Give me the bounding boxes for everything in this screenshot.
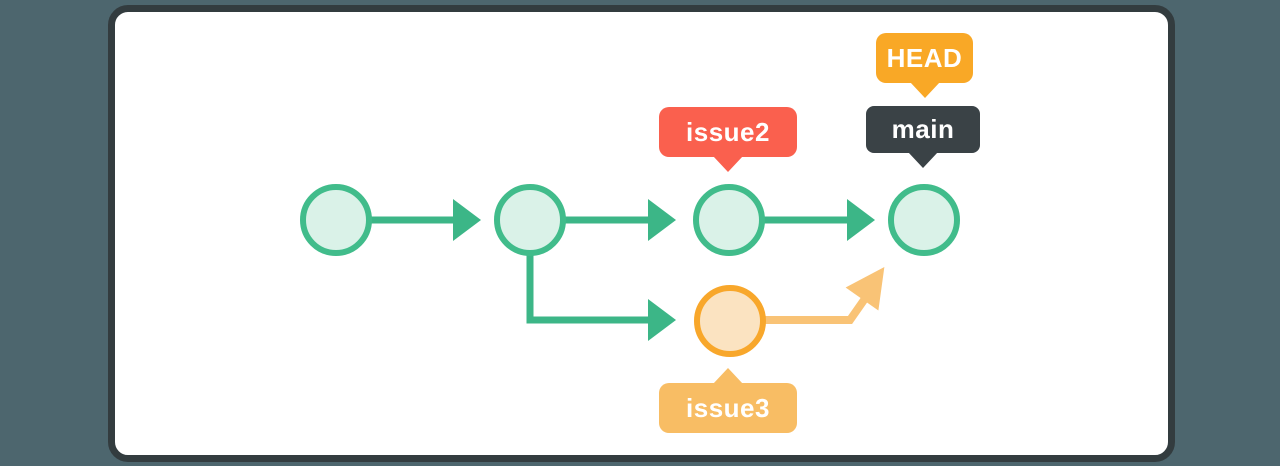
commit-1 [300,184,372,256]
issue3-branch-badge-label: issue3 [686,392,770,423]
head-badge-label: HEAD [886,42,963,73]
main-branch-badge: main [866,106,980,168]
issue2-branch-badge-label: issue2 [686,116,770,147]
branch-arrow-commit2-feature [526,251,676,341]
feature-commit-1 [694,285,766,357]
arrow-commit2-commit3 [565,199,676,241]
diagram-card [108,5,1175,462]
commit-4 [888,184,960,256]
main-branch-badge-label: main [891,114,955,144]
issue3-branch-badge: issue3 [659,368,797,433]
commit-3 [693,184,765,256]
arrow-commit1-commit2 [371,199,481,241]
issue2-branch-badge: issue2 [659,107,797,172]
commit-2 [494,184,566,256]
arrow-commit3-commit4 [764,199,875,241]
head-badge: HEAD [876,33,973,98]
merge-arrow-feature-commit4 [765,267,885,324]
